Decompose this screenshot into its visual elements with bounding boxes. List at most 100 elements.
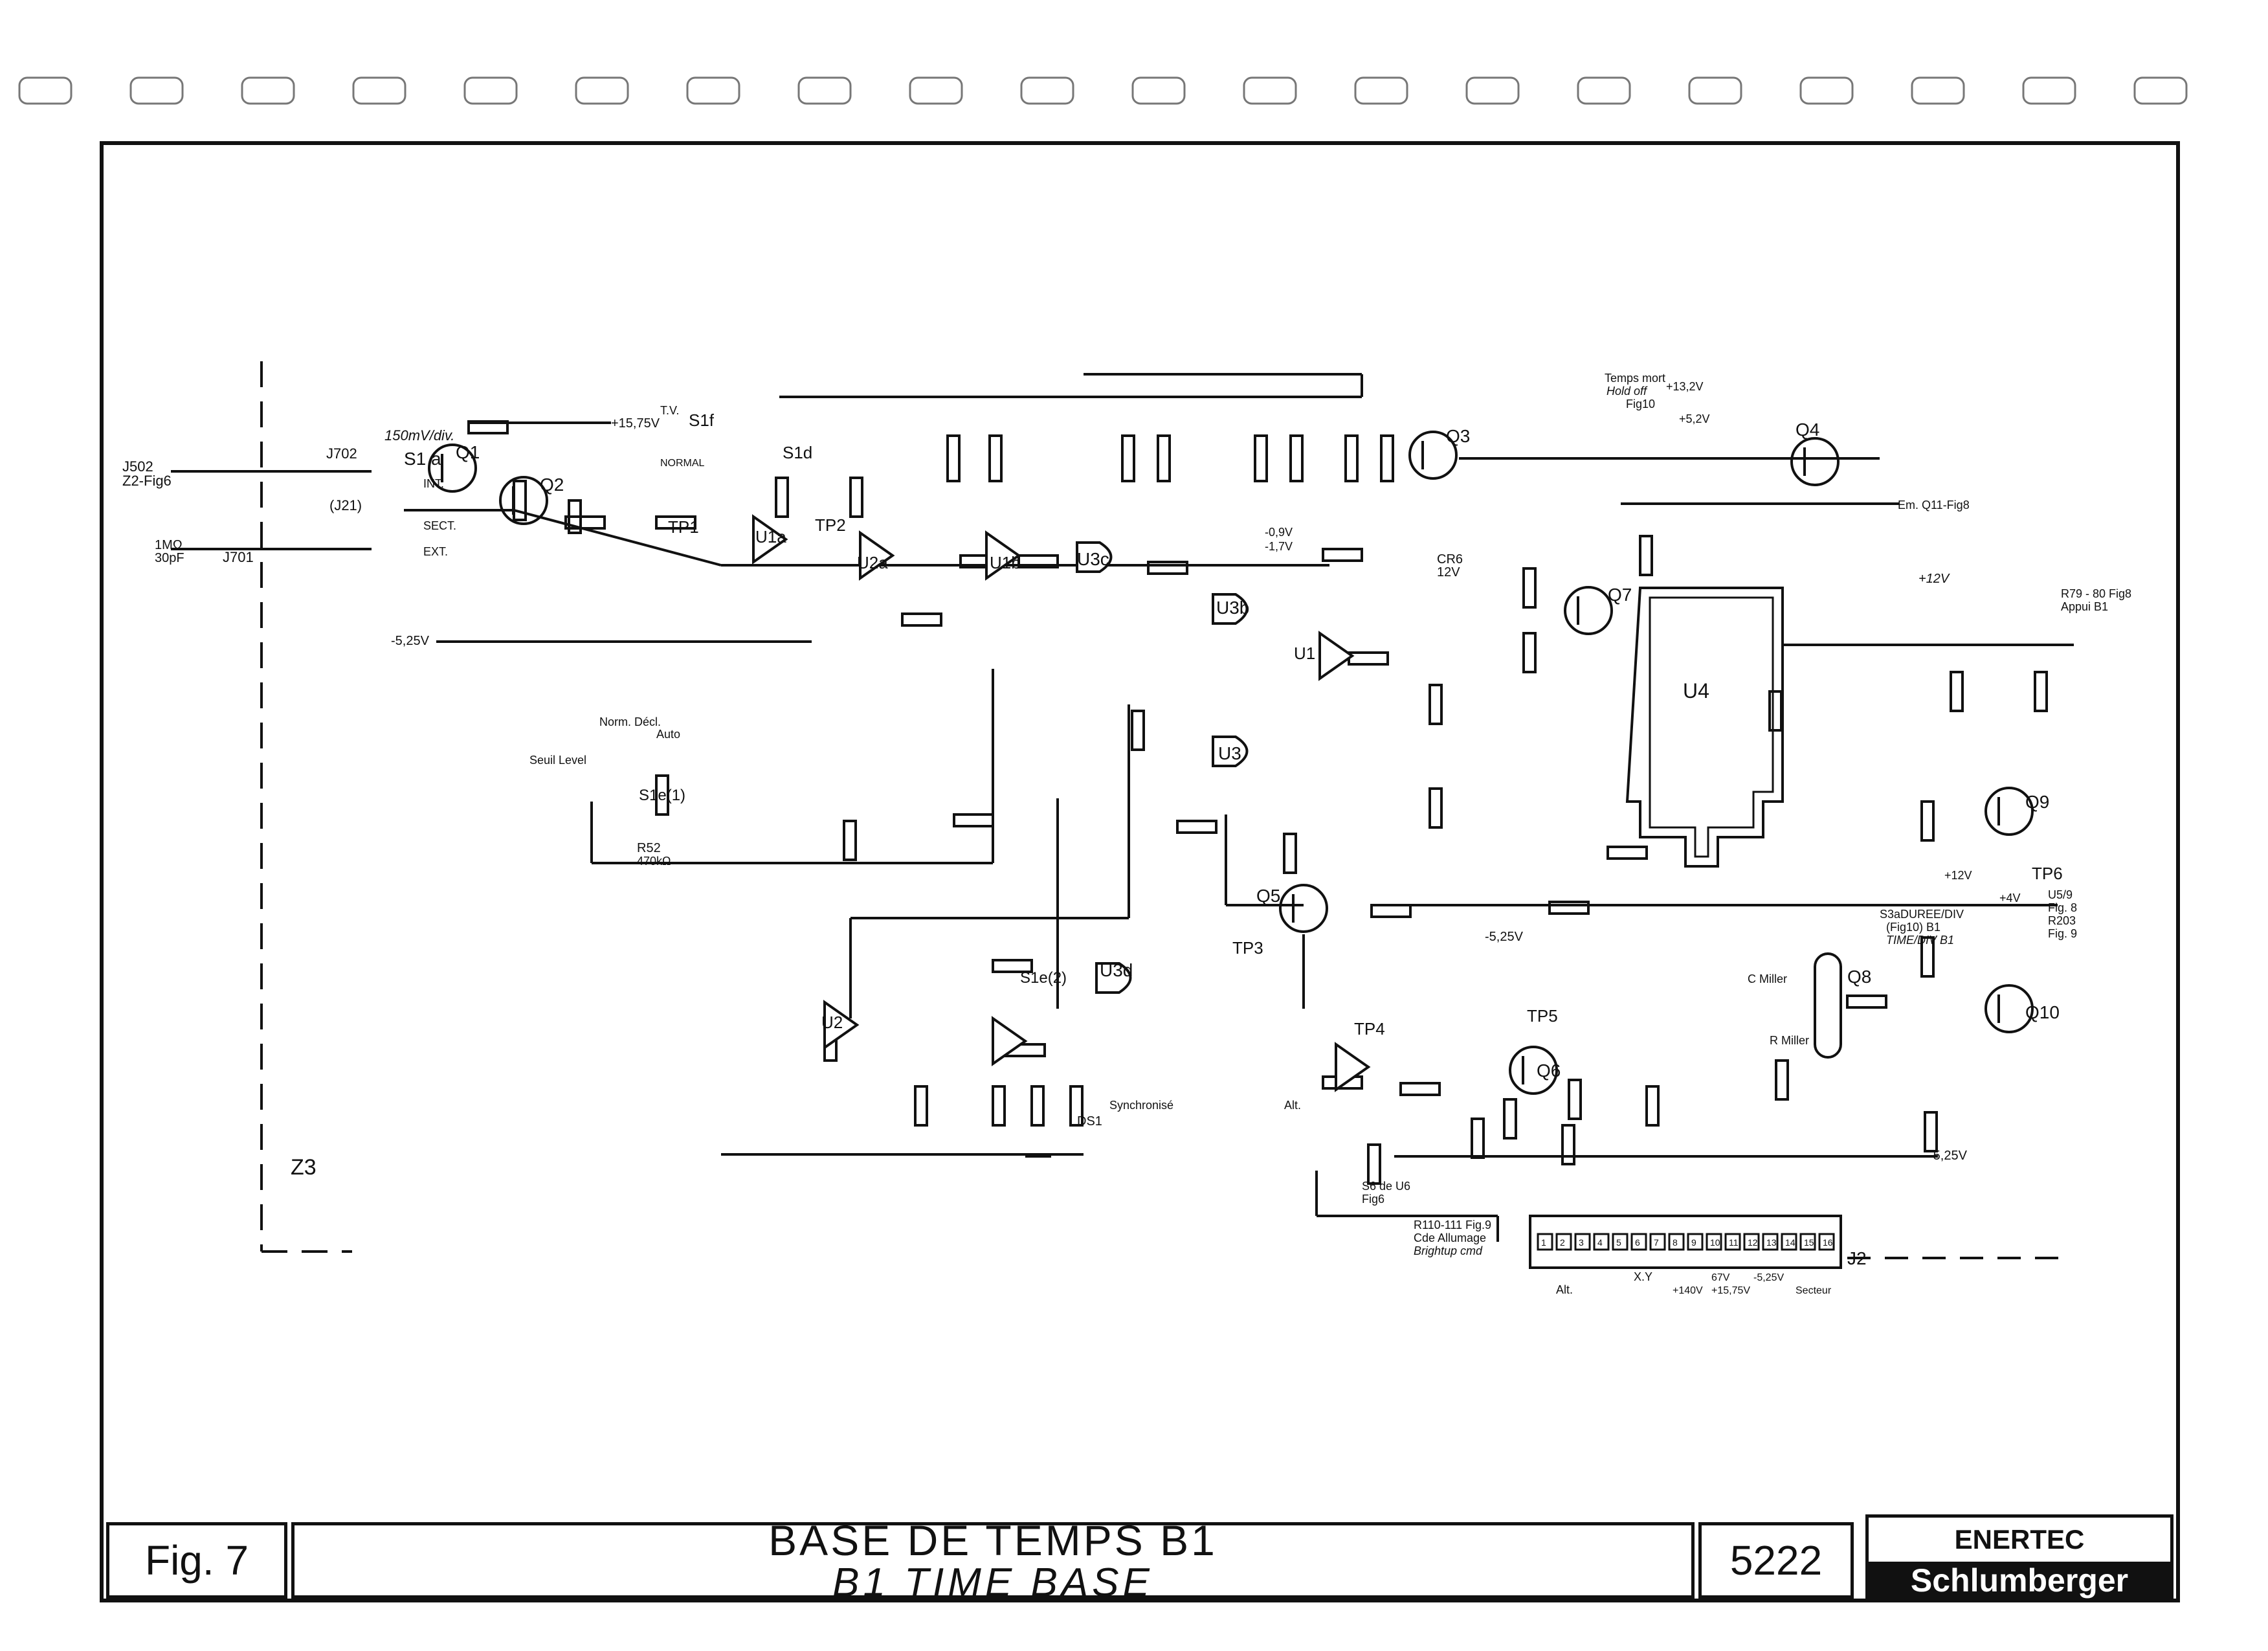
- label-v132: +13,2V: [1666, 380, 1704, 393]
- label-p12v: +12V: [1944, 869, 1972, 882]
- label-cr6-voltage: 12V: [1437, 565, 1460, 579]
- label-s1e1: S1e(1): [639, 787, 685, 804]
- label-appui: Appui B1: [2061, 600, 2108, 613]
- brand-top: ENERTEC: [1954, 1524, 2085, 1555]
- label-j502: J502: [122, 458, 153, 475]
- resistor: [564, 515, 606, 530]
- resistor: [946, 434, 961, 482]
- label-j2-sect: Secteur: [1796, 1285, 1832, 1296]
- label-v52: +5,2V: [1679, 412, 1710, 425]
- binder-hole: [909, 76, 963, 105]
- label-r110: R110-111 Fig.9: [1414, 1219, 1491, 1231]
- resistor: [1254, 434, 1268, 482]
- label-cr6: CR6: [1437, 552, 1463, 567]
- resistor: [1639, 535, 1653, 576]
- transistor: [1564, 586, 1613, 635]
- resistor: [1950, 671, 1964, 712]
- transistor: [1408, 431, 1458, 480]
- transistor: [1279, 884, 1328, 933]
- resistor: [849, 477, 863, 518]
- label-s6: S6 de U6: [1362, 1180, 1410, 1193]
- label-tp3: TP3: [1232, 938, 1263, 958]
- label-u4: U4: [1683, 679, 1709, 702]
- resistor: [901, 612, 942, 627]
- j2-pin: [1555, 1233, 1572, 1251]
- logic-gate: [1212, 593, 1249, 625]
- label-tp6: TP6: [2032, 864, 2063, 883]
- label-tv: T.V.: [660, 404, 679, 417]
- j2-pin: [1743, 1233, 1760, 1251]
- resistor: [655, 515, 696, 530]
- label-q6: Q6: [1537, 1061, 1561, 1081]
- binder-hole: [1465, 76, 1520, 105]
- j2-pin-label: 8: [1673, 1237, 1678, 1248]
- label-bright: Brightup cmd: [1414, 1244, 1483, 1257]
- title-block: Fig. 7 BASE DE TEMPS B1 B1 TIME BASE 522…: [100, 1514, 2180, 1603]
- label-timediv: TIME/DIV B1: [1886, 934, 1954, 947]
- label-norm-decl: Norm. Décl.: [599, 715, 661, 728]
- label-r203: R203: [2048, 914, 2076, 927]
- transistor: [499, 476, 548, 525]
- j2-pin-label: 7: [1654, 1237, 1659, 1248]
- resistor: [1157, 434, 1171, 482]
- binder-hole: [1131, 76, 1186, 105]
- title-french: BASE DE TEMPS B1: [768, 1516, 1217, 1564]
- label-u1b: U1b: [990, 553, 1021, 572]
- resistor: [1645, 1085, 1660, 1127]
- label-u3: U3: [1218, 743, 1241, 763]
- resistor: [953, 813, 994, 827]
- label-u3d: U3d: [1100, 960, 1133, 980]
- label-u1a: U1a: [755, 527, 786, 546]
- resistor: [1069, 1085, 1084, 1127]
- label-u2a: U2a: [857, 553, 888, 572]
- label-r79: R79 - 80 Fig8: [2061, 587, 2131, 600]
- binder-hole: [1799, 76, 1854, 105]
- brand-bottom: Schlumberger: [1869, 1562, 2170, 1599]
- label-tp1: TP1: [668, 517, 699, 537]
- resistor: [2034, 671, 2048, 712]
- j2-pin-label: 14: [1785, 1237, 1796, 1248]
- binder-hole: [1577, 76, 1631, 105]
- label-j502-ref: Z2-Fig6: [122, 473, 172, 489]
- op-amp: [1318, 631, 1355, 681]
- binder-hole: [1243, 76, 1297, 105]
- resistor: [1429, 787, 1443, 829]
- j2-pin-label: 1: [1541, 1237, 1546, 1248]
- label-p4v: +4V: [1999, 892, 2021, 904]
- label-int: INT.: [423, 477, 444, 490]
- label-temps-mort: Temps mort: [1605, 372, 1665, 385]
- resistor: [992, 1085, 1006, 1127]
- binder-hole: [575, 76, 629, 105]
- label-synchronized: Synchronisé: [1109, 1099, 1173, 1112]
- label-q5: Q5: [1256, 886, 1280, 906]
- label-u3b: U3b: [1216, 598, 1249, 618]
- figure-number: 5222: [1698, 1522, 1854, 1599]
- label-r52-value: 470kΩ: [637, 855, 671, 868]
- resistor: [1561, 1124, 1575, 1165]
- label-u1: U1: [1294, 644, 1315, 663]
- connector-j2: [1529, 1215, 1842, 1269]
- resistor: [467, 420, 509, 434]
- label-fig9: Fig. 9: [2048, 927, 2077, 940]
- j2-pin: [1668, 1233, 1685, 1251]
- resistor: [1920, 800, 1935, 842]
- binder-hole: [2022, 76, 2076, 105]
- u4-dual-fet: [1625, 587, 1784, 868]
- label-ds1: DS1: [1077, 1114, 1102, 1129]
- figure-title: BASE DE TEMPS B1 B1 TIME BASE: [291, 1518, 1695, 1603]
- label-j702: J702: [326, 445, 357, 462]
- logic-gate: [1095, 962, 1132, 994]
- j2-pin: [1537, 1233, 1553, 1251]
- resistor: [1121, 434, 1135, 482]
- label-s1f: S1f: [689, 410, 715, 430]
- resistor: [1348, 651, 1389, 666]
- label-v-m525c: -5,25V: [1929, 1149, 1968, 1163]
- resistor: [1289, 434, 1304, 482]
- j2-pin-label: 4: [1597, 1237, 1603, 1248]
- label-j2-1575: +15,75V: [1711, 1285, 1750, 1296]
- resistor: [1176, 820, 1217, 834]
- resistor: [775, 477, 789, 518]
- j2-pin: [1818, 1233, 1835, 1251]
- label-q2: Q2: [540, 475, 564, 495]
